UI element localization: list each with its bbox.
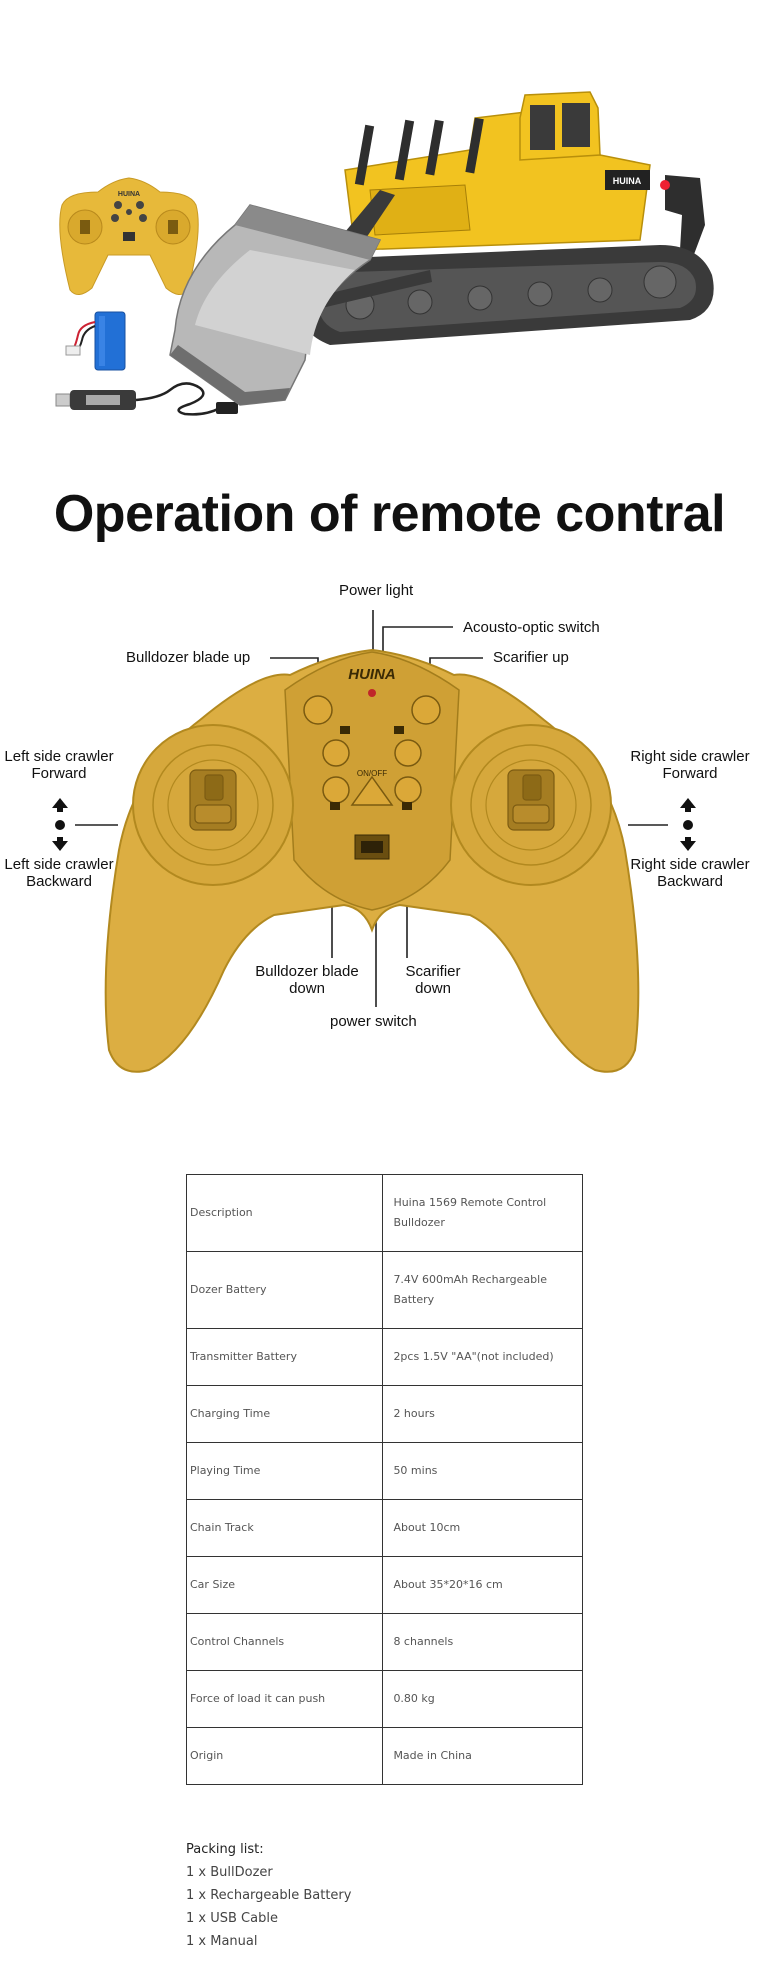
label-blade-down-line2: down bbox=[289, 980, 325, 997]
label-left-forward-line1: Left side crawler bbox=[4, 748, 114, 765]
table-row: Dozer Battery 7.4V 600mAh Rechargeable B… bbox=[185, 1251, 583, 1329]
spec-name: Control Channels bbox=[185, 1613, 384, 1671]
spec-name: Car Size bbox=[185, 1556, 384, 1614]
label-right-backward-line2: Backward bbox=[657, 873, 723, 890]
spec-value: About 10cm bbox=[382, 1499, 583, 1557]
label-right-crawler-forward: Right side crawler Forward bbox=[627, 748, 753, 782]
spec-value: 7.4V 600mAh Rechargeable Battery bbox=[382, 1251, 583, 1329]
label-blade-down-line1: Bulldozer blade bbox=[255, 963, 359, 980]
spec-name: Chain Track bbox=[185, 1499, 384, 1557]
spec-name: Charging Time bbox=[185, 1385, 384, 1443]
table-row: Car Size About 35*20*16 cm bbox=[185, 1556, 583, 1614]
label-blade-down: Bulldozer blade down bbox=[246, 963, 368, 997]
label-blade-up: Bulldozer blade up bbox=[126, 649, 251, 666]
label-right-backward-line1: Right side crawler bbox=[630, 856, 750, 873]
label-acousto-optic-switch: Acousto-optic switch bbox=[463, 619, 600, 636]
list-item: 1 x BullDozer bbox=[186, 1865, 273, 1880]
packing-list: Packing list: 1 x BullDozer 1 x Recharge… bbox=[186, 1838, 351, 1953]
table-row: Transmitter Battery 2pcs 1.5V "AA"(not i… bbox=[185, 1328, 583, 1386]
label-scarifier-down-line1: Scarifier bbox=[405, 963, 461, 980]
spec-value: Huina 1569 Remote Control Bulldozer bbox=[382, 1174, 583, 1252]
spec-name: Description bbox=[185, 1174, 384, 1252]
list-item: 1 x Rechargeable Battery bbox=[186, 1888, 352, 1903]
controller-buttons bbox=[303, 695, 441, 806]
spec-value: 2pcs 1.5V "AA"(not included) bbox=[382, 1328, 583, 1386]
label-scarifier-up: Scarifier up bbox=[493, 649, 569, 666]
spec-value: 50 mins bbox=[382, 1442, 583, 1500]
spec-name: Origin bbox=[185, 1727, 384, 1785]
spec-name: Force of load it can push bbox=[185, 1670, 384, 1728]
spec-value: Made in China bbox=[382, 1727, 583, 1785]
bulldozer-image: HUINA bbox=[169, 91, 714, 406]
label-right-forward-line1: Right side crawler bbox=[630, 748, 750, 765]
product-hero-image: HUINA HUINA bbox=[55, 91, 714, 416]
label-left-forward-line2: Forward bbox=[31, 765, 87, 782]
spec-name: Playing Time bbox=[185, 1442, 384, 1500]
table-row: Playing Time 50 mins bbox=[185, 1442, 583, 1500]
controller-brand: HUINA bbox=[348, 666, 396, 683]
spec-value: About 35*20*16 cm bbox=[382, 1556, 583, 1614]
table-row: Control Channels 8 channels bbox=[185, 1613, 583, 1671]
table-row: Origin Made in China bbox=[185, 1727, 583, 1785]
table-row: Chain Track About 10cm bbox=[185, 1499, 583, 1557]
label-left-crawler-forward: Left side crawler Forward bbox=[0, 748, 118, 782]
operation-title: Operation of remote contral bbox=[53, 485, 726, 543]
on-off-marking: ON/OFF bbox=[357, 769, 387, 778]
controller-body: HUINA ON/OFF bbox=[104, 648, 640, 1073]
spec-table: Description Huina 1569 Remote Control Bu… bbox=[185, 1174, 583, 1785]
bulldozer-brand: HUINA bbox=[613, 176, 642, 186]
spec-name: Transmitter Battery bbox=[185, 1328, 384, 1386]
packing-list-title: Packing list: bbox=[186, 1842, 264, 1857]
power-light-indicator bbox=[368, 689, 376, 697]
label-left-crawler-backward: Left side crawler Backward bbox=[0, 856, 118, 890]
label-power-light: Power light bbox=[339, 582, 414, 599]
label-scarifier-down: Scarifier down bbox=[392, 963, 474, 997]
table-row: Force of load it can push 0.80 kg bbox=[185, 1670, 583, 1728]
spec-value: 8 channels bbox=[382, 1613, 583, 1671]
left-crawler-arrows bbox=[52, 798, 68, 851]
spec-name: Dozer Battery bbox=[185, 1251, 384, 1329]
list-item: 1 x USB Cable bbox=[186, 1911, 278, 1926]
label-right-crawler-backward: Right side crawler Backward bbox=[627, 856, 753, 890]
right-crawler-arrows bbox=[680, 798, 696, 851]
label-power-switch: power switch bbox=[330, 1013, 417, 1030]
table-row: Charging Time 2 hours bbox=[185, 1385, 583, 1443]
remote-controller-illustration: HUINA ON/OFF bbox=[52, 610, 696, 1073]
battery-image bbox=[65, 311, 126, 371]
label-left-backward-line2: Backward bbox=[26, 873, 92, 890]
label-left-backward-line1: Left side crawler bbox=[4, 856, 114, 873]
usb-cable-image bbox=[55, 382, 238, 416]
table-row: Description Huina 1569 Remote Control Bu… bbox=[185, 1174, 583, 1252]
label-right-forward-line2: Forward bbox=[662, 765, 718, 782]
spec-value: 2 hours bbox=[382, 1385, 583, 1443]
remote-thumb-brand: HUINA bbox=[118, 191, 140, 198]
label-scarifier-down-line2: down bbox=[415, 980, 451, 997]
remote-thumbnail: HUINA bbox=[59, 177, 199, 295]
spec-value: 0.80 kg bbox=[382, 1670, 583, 1728]
list-item: 1 x Manual bbox=[186, 1934, 258, 1949]
remote-diagram: HUINA ON/OFF Power light Acousto-optic s… bbox=[0, 570, 779, 1090]
